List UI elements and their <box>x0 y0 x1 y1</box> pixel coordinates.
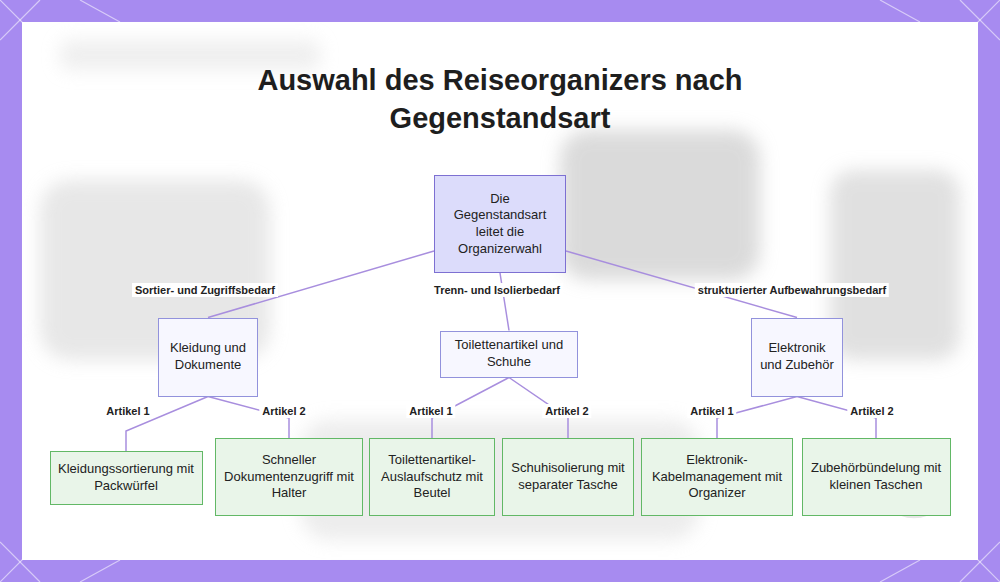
connector <box>797 397 876 439</box>
node-label: Elektronik-Kabelmanagement mit Organizer <box>648 452 786 502</box>
item-box: Zubehörbündelung mit kleinen Taschen <box>802 438 951 516</box>
category-box: Kleidung und Dokumente <box>158 318 258 397</box>
item-box: Schneller Dokumentenzugriff mit Halter <box>215 438 363 516</box>
edge-label: Artikel 2 <box>847 404 896 418</box>
connector <box>208 397 289 439</box>
item-box: Schuhisolierung mit separater Tasche <box>502 438 634 516</box>
panel <box>22 22 978 560</box>
blurred-photo <box>40 40 960 540</box>
node-label: Toilettenartikel und Schuhe <box>449 337 569 370</box>
connector <box>208 251 434 318</box>
connector <box>500 273 509 331</box>
node-label: Schuhisolierung mit separater Tasche <box>509 460 627 493</box>
root-box: Die Gegenstandsart leitet die Organizerw… <box>434 175 566 273</box>
node-label: Elektronik und Zubehör <box>760 340 834 373</box>
diagram-title: Auswahl des Reiseorganizers nach Gegenst… <box>220 62 780 137</box>
node-label: Kleidung und Dokumente <box>167 340 249 373</box>
connector <box>126 397 208 452</box>
edge-label: Artikel 1 <box>406 404 455 418</box>
node-label: Zubehörbündelung mit kleinen Taschen <box>809 460 944 493</box>
edge-label: strukturierter Aufbewahrungsbedarf <box>695 283 889 297</box>
connector <box>432 378 509 439</box>
connector <box>566 251 797 318</box>
edge-label: Sortier- und Zugriffsbedarf <box>132 283 278 297</box>
item-box: Toilettenartikel-Auslaufschutz mit Beute… <box>369 438 495 516</box>
edge-label: Trenn- und Isolierbedarf <box>431 283 563 297</box>
node-label: Kleidungssortierung mit Packwürfel <box>57 461 196 494</box>
connector <box>509 378 568 439</box>
edge-label: Artikel 2 <box>542 404 591 418</box>
item-box: Kleidungssortierung mit Packwürfel <box>50 451 203 505</box>
connector <box>717 397 797 439</box>
item-box: Elektronik-Kabelmanagement mit Organizer <box>641 438 793 516</box>
edge-label: Artikel 1 <box>103 404 152 418</box>
node-label: Toilettenartikel-Auslaufschutz mit Beute… <box>376 452 488 502</box>
edge-label: Artikel 2 <box>259 404 308 418</box>
category-box: Toilettenartikel und Schuhe <box>440 331 578 378</box>
edge-label: Artikel 1 <box>687 404 736 418</box>
category-box: Elektronik und Zubehör <box>751 318 843 397</box>
node-label: Schneller Dokumentenzugriff mit Halter <box>222 452 356 502</box>
node-label: Die Gegenstandsart leitet die Organizerw… <box>451 191 549 258</box>
